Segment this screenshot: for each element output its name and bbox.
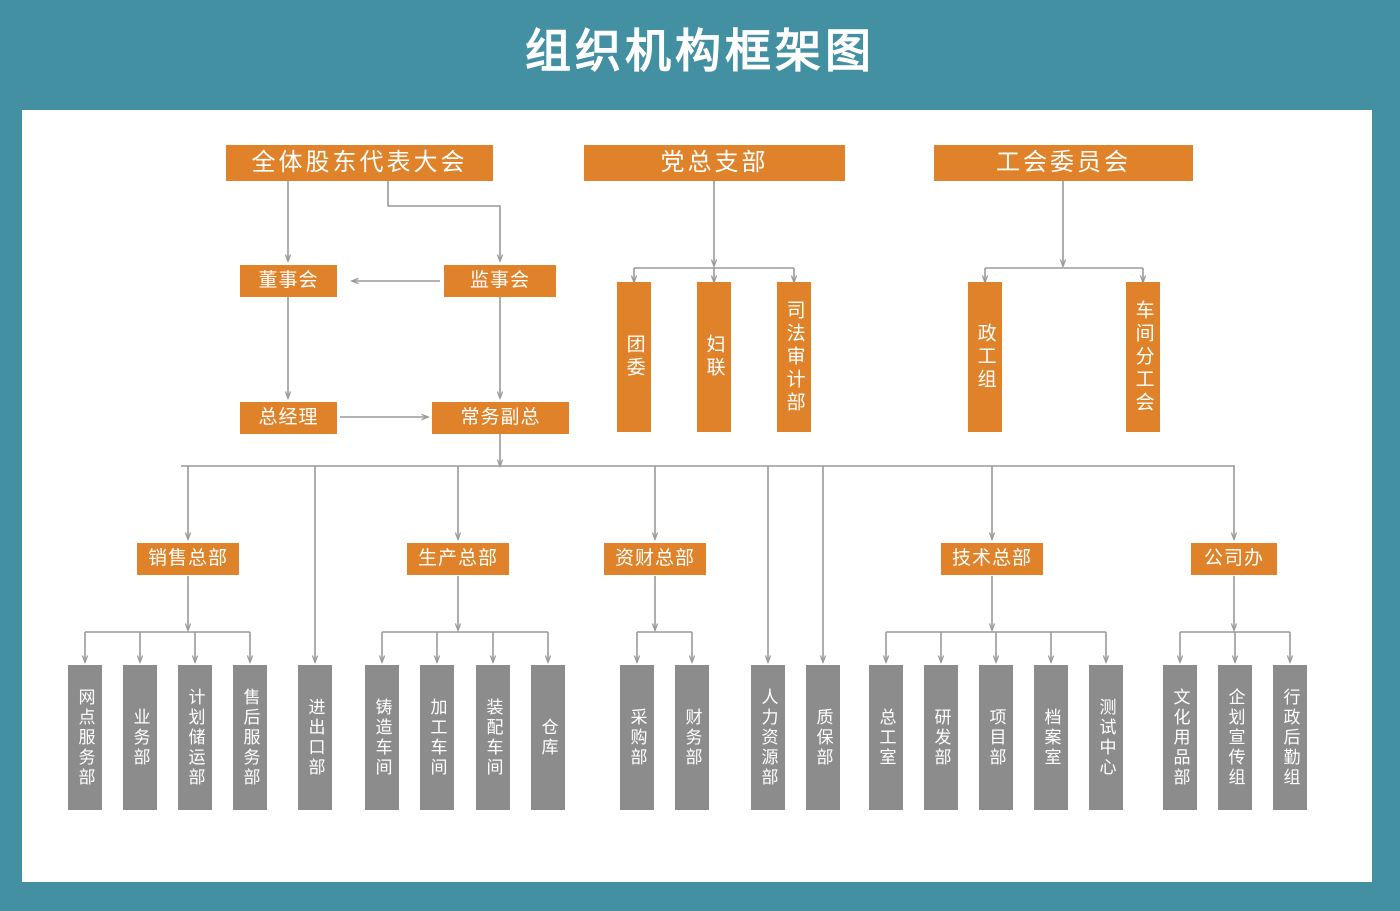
node-stationery-dept[interactable]: 文化用品部 (1163, 665, 1197, 810)
node-finance-hq[interactable]: 资财总部 (604, 543, 706, 575)
node-production-hq[interactable]: 生产总部 (407, 543, 509, 575)
node-workshop-union[interactable]: 车间分工会 (1126, 282, 1160, 432)
node-after-sales-dept[interactable]: 售后服务部 (233, 665, 267, 810)
node-general-manager[interactable]: 总经理 (240, 402, 337, 434)
node-rnd-dept[interactable]: 研发部 (924, 665, 958, 810)
node-quality-assurance-dept[interactable]: 质保部 (806, 665, 840, 810)
node-purchasing-dept[interactable]: 采购部 (620, 665, 654, 810)
node-board-of-directors[interactable]: 董事会 (240, 265, 337, 297)
node-warehouse[interactable]: 仓库 (531, 665, 565, 810)
node-company-office[interactable]: 公司办 (1191, 543, 1277, 575)
node-deputy-general-manager[interactable]: 常务副总 (432, 402, 569, 434)
node-planning-storage-dept[interactable]: 计划储运部 (178, 665, 212, 810)
node-casting-workshop[interactable]: 铸造车间 (365, 665, 399, 810)
node-shareholders[interactable]: 全体股东代表大会 (226, 145, 493, 181)
node-machining-workshop[interactable]: 加工车间 (420, 665, 454, 810)
node-womens-federation[interactable]: 妇联 (697, 282, 731, 432)
node-promotion-group[interactable]: 企划宣传组 (1218, 665, 1252, 810)
node-business-dept[interactable]: 业务部 (123, 665, 157, 810)
node-administration-group[interactable]: 行政后勤组 (1273, 665, 1307, 810)
node-technology-hq[interactable]: 技术总部 (941, 543, 1043, 575)
node-chief-engineer-office[interactable]: 总工室 (869, 665, 903, 810)
node-union-committee[interactable]: 工会委员会 (934, 145, 1193, 181)
node-board-of-supervisors[interactable]: 监事会 (444, 265, 556, 297)
node-branch-service-dept[interactable]: 网点服务部 (68, 665, 102, 810)
node-judicial-audit[interactable]: 司法审计部 (777, 282, 811, 432)
node-import-export-dept[interactable]: 进出口部 (298, 665, 332, 810)
node-human-resources-dept[interactable]: 人力资源部 (751, 665, 785, 810)
node-party-branch[interactable]: 党总支部 (584, 145, 845, 181)
node-sales-hq[interactable]: 销售总部 (137, 543, 239, 575)
node-assembly-workshop[interactable]: 装配车间 (476, 665, 510, 810)
page-title: 组织机构框架图 (525, 25, 875, 77)
node-testing-center[interactable]: 测试中心 (1089, 665, 1123, 810)
node-accounting-dept[interactable]: 财务部 (675, 665, 709, 810)
node-archive-office[interactable]: 档案室 (1034, 665, 1068, 810)
node-youth-league[interactable]: 团委 (617, 282, 651, 432)
node-political-work-group[interactable]: 政工组 (968, 282, 1002, 432)
node-project-dept[interactable]: 项目部 (979, 665, 1013, 810)
